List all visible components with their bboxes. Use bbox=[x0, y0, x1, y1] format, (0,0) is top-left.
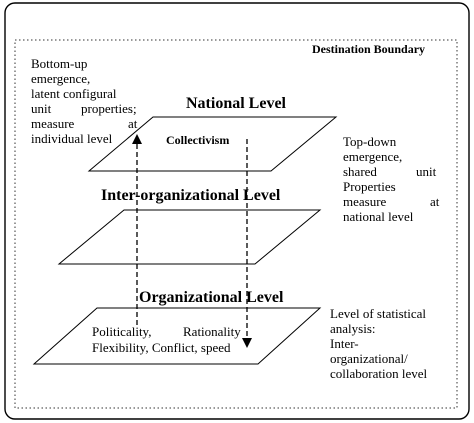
destination-boundary-label: Destination Boundary bbox=[312, 42, 426, 56]
right-bottom-annotation-line-1: Level of statistical bbox=[330, 306, 427, 321]
left-annotation-line-5a: measure bbox=[31, 116, 75, 131]
organizational-level-plane bbox=[32, 307, 322, 365]
left-annotation-line-1: Bottom-up bbox=[31, 56, 88, 71]
right-top-annotation-line-1: Top-down bbox=[343, 134, 397, 149]
right-bottom-annotation-line-2: analysis: bbox=[330, 321, 376, 336]
inter-organizational-level-title: Inter-organizational Level bbox=[101, 187, 281, 204]
inter-organizational-level-plane bbox=[57, 209, 322, 265]
national-level-content: Collectivism bbox=[166, 133, 230, 147]
organizational-content-line-2: Flexibility, Conflict, speed bbox=[92, 340, 231, 355]
right-top-annotation-line-3a: shared bbox=[343, 164, 377, 179]
national-level-plane bbox=[87, 116, 338, 172]
left-annotation-line-2: emergence, bbox=[31, 71, 91, 86]
national-level-title: National Level bbox=[186, 95, 286, 112]
left-annotation-line-6: individual level bbox=[31, 131, 113, 146]
right-top-annotation-line-6: national level bbox=[343, 209, 414, 224]
left-annotation-line-5b: at bbox=[128, 116, 138, 131]
right-bottom-annotation-line-3: Inter- bbox=[330, 336, 359, 351]
right-top-annotation-line-2: emergence, bbox=[343, 149, 403, 164]
right-top-annotation-line-5b: at bbox=[430, 194, 440, 209]
organizational-content-line-1-left: Politicality, bbox=[92, 324, 152, 339]
right-bottom-annotation-line-4: organizational/ bbox=[330, 351, 408, 366]
right-top-annotation-line-4: Properties bbox=[343, 179, 396, 194]
destination-boundary-box bbox=[14, 39, 458, 409]
organizational-level-title: Organizational Level bbox=[139, 289, 284, 306]
organizational-content-line-1-right: Rationality bbox=[183, 324, 241, 339]
left-annotation-line-4b: properties; bbox=[81, 101, 137, 116]
left-annotation-line-3: latent configural bbox=[31, 86, 117, 101]
right-top-annotation-line-5a: measure bbox=[343, 194, 387, 209]
left-annotation-line-4a: unit bbox=[31, 101, 52, 116]
right-bottom-annotation-line-5: collaboration level bbox=[330, 366, 428, 381]
right-top-annotation-line-3b: unit bbox=[416, 164, 437, 179]
outer-frame bbox=[4, 2, 470, 420]
